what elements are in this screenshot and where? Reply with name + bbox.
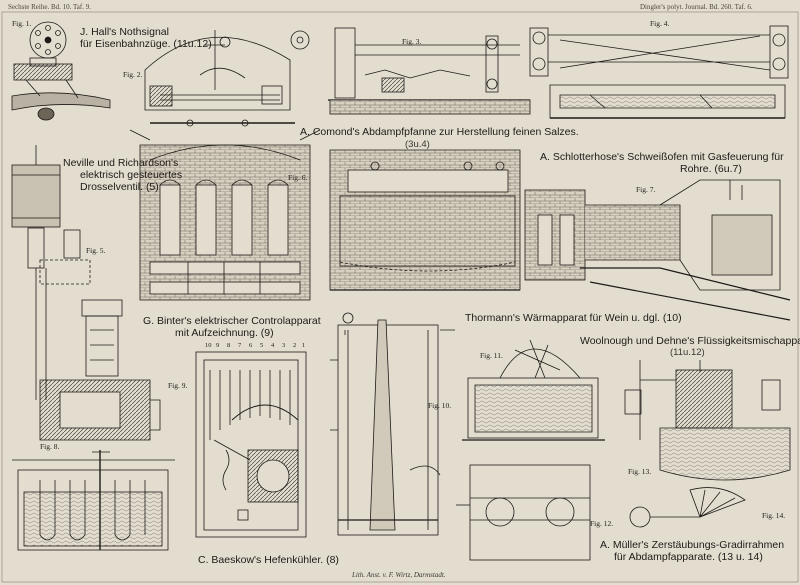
scale-number: 3 — [282, 342, 286, 349]
fig6-furnace-drawing — [129, 129, 321, 301]
caption-comond-ref: (3u.4) — [405, 139, 430, 150]
fig-label-1: Fig. 1. — [12, 19, 32, 28]
caption-woolnough-1: Woolnough und Dehne's Flüssigkeitsmischa… — [580, 335, 800, 347]
caption-binter-1: G. Binter's elektrischer Controlapparat — [143, 315, 321, 327]
fig4-drawing — [529, 25, 789, 119]
caption-hall: J. Hall's Nothsignal — [80, 26, 169, 38]
fig13-tank-drawing — [624, 360, 791, 481]
comond-pan-drawing — [329, 149, 521, 291]
scale-number: 6 — [249, 342, 253, 349]
scale-number: 9 — [216, 342, 220, 349]
caption-schlotterhose-2: Rohre. (6u.7) — [680, 163, 742, 175]
fig-label-10: Fig. 10. — [428, 401, 452, 410]
caption-neville-1: Neville und Richardson's — [63, 157, 179, 169]
fig-label-2: Fig. 2. — [123, 70, 143, 79]
caption-neville-2: elektrisch gesteuertes — [80, 169, 183, 181]
fig3-drawing — [290, 27, 531, 115]
scale-number: 10 — [205, 342, 212, 349]
fig1-signal-drawing — [11, 21, 111, 121]
fig-label-4: Fig. 4. — [650, 19, 670, 28]
fig-label-8: Fig. 8. — [40, 442, 60, 451]
fig-label-14: Fig. 14. — [762, 511, 786, 520]
fig-label-13: Fig. 13. — [628, 467, 652, 476]
fig-label-9: Fig. 9. — [168, 381, 188, 390]
plate-header-left: Sechste Reihe. Bd. 10. Taf. 9. — [8, 3, 91, 11]
fig-label-6: Fig. 6. — [288, 173, 308, 182]
caption-thormann: Thormann's Wärmapparat für Wein u. dgl. … — [465, 312, 682, 324]
fig-label-3: Fig. 3. — [402, 37, 422, 46]
plate-header-right: Dingler's polyt. Journal. Bd. 260. Taf. … — [640, 3, 753, 11]
caption-woolnough-2: (11u.12) — [670, 347, 705, 358]
lithographer-imprint: Lith. Anst. v. F. Wirtz, Darmstadt. — [352, 571, 446, 579]
caption-hall-2: für Eisenbahnzüge. (11u.12) — [80, 38, 212, 50]
caption-neville-3: Drosselventil. (5) — [80, 181, 159, 193]
scale-number: 1 — [302, 342, 306, 349]
scale-number: 2 — [293, 342, 297, 349]
fig10-warmer-drawing — [330, 312, 455, 536]
caption-baeskow: C. Baeskow's Hefenkühler. (8) — [198, 554, 339, 566]
caption-mueller-1: A. Müller's Zerstäubungs-Gradirrahmen — [600, 539, 785, 551]
fig2-signal-drawing — [144, 30, 295, 127]
fig5-valve-drawing — [11, 145, 161, 441]
caption-comond: A. Comond's Abdampfpfanne zur Herstellun… — [300, 126, 579, 138]
scale-number: 8 — [227, 342, 231, 349]
fig-label-7: Fig. 7. — [636, 185, 656, 194]
scale-number: 7 — [238, 342, 242, 349]
caption-mueller-2: für Abdampfapparate. (13 u. 14) — [614, 551, 763, 563]
scale-number: 4 — [271, 342, 275, 349]
caption-schlotterhose-1: A. Schlotterhose's Schweißofen mit Gasfe… — [540, 151, 784, 163]
fig-label-11: Fig. 11. — [480, 351, 503, 360]
fig11-mixer-drawing — [456, 339, 605, 561]
fig-label-5: Fig. 5. — [86, 246, 106, 255]
fig-label-12: Fig. 12. — [590, 519, 614, 528]
plate-border — [1, 11, 799, 583]
fig9-apparatus-drawing — [195, 351, 307, 538]
scale-number: 5 — [260, 342, 264, 349]
fig14-fan-drawing — [629, 487, 746, 528]
fig7-furnace-drawing — [524, 179, 791, 321]
caption-binter-2: mit Aufzeichnung. (9) — [175, 327, 274, 339]
fig8-cooler-drawing — [12, 450, 175, 551]
